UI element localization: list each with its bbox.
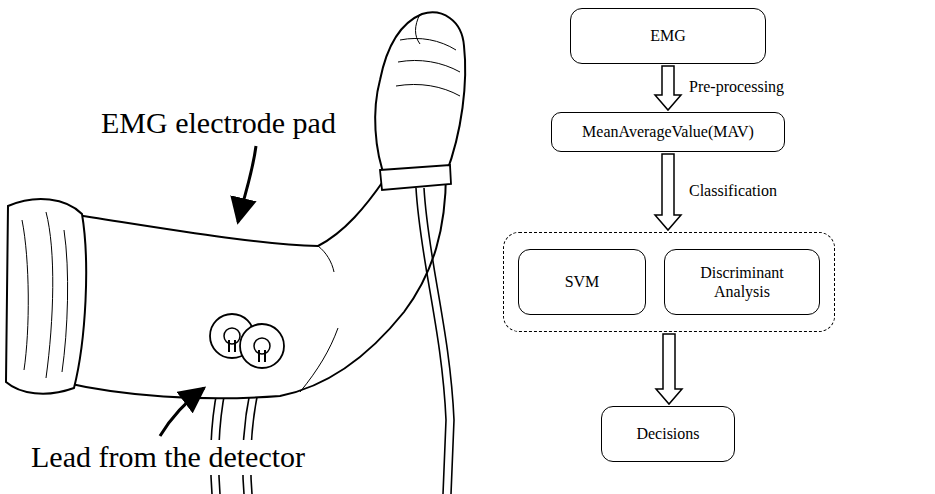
node-text: MeanAverageValue(MAV) [582,122,754,141]
node-text: Discriminant Analysis [686,263,798,301]
lead-clip [229,340,265,362]
node-text: EMG [650,26,686,45]
fist [375,12,465,180]
block-arrow [655,66,681,110]
node-text: SVM [565,272,600,291]
finger-line [396,14,460,96]
sleeve-fold [22,212,68,378]
elbow-crease [318,246,334,272]
end-box: Decisions [601,406,735,462]
wrist-band [380,165,451,190]
electrode-pad [240,324,284,368]
dashed-group: SVM Discriminant Analysis [503,232,835,332]
classifier-box: SVM [518,249,646,315]
arm-outline [62,172,446,398]
block-arrow [656,334,682,404]
sleeve [6,199,86,394]
callout-label: Lead from the detector [28,440,308,475]
ground-wire [416,188,446,494]
electrode-snap [224,328,240,344]
node-text: Decisions [636,424,699,443]
edge-label: Classification [687,182,779,200]
callout-label: EMG electrode pad [98,106,339,141]
block-arrow [655,154,681,230]
leader-arrow [160,388,204,436]
start-box: EMG [570,8,766,64]
leader-arrow [238,146,256,222]
ground-wire [424,188,454,494]
electrode-snap [254,338,270,354]
edge-label: Pre-processing [687,78,786,96]
classifier-box: Discriminant Analysis [664,249,820,315]
arm-crease [300,328,338,392]
process-box: MeanAverageValue(MAV) [551,112,785,152]
